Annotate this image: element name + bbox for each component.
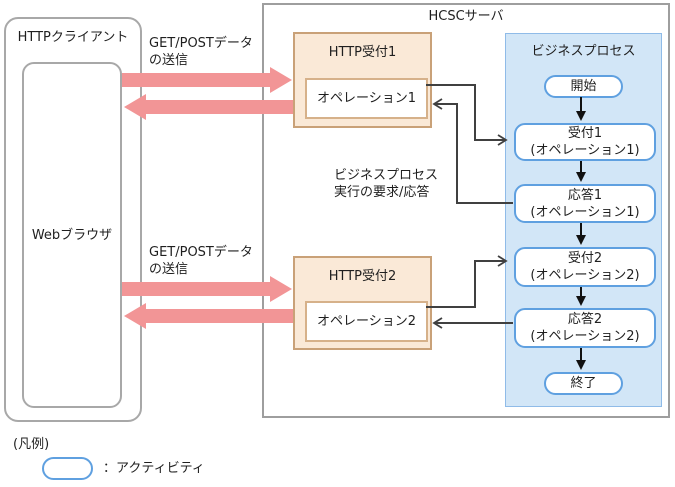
activity-response-1: 応答1 (オペレーション1) — [514, 184, 656, 223]
hcsc-server-title: HCSCサーバ — [428, 9, 504, 24]
activity-reception-2: 受付2 (オペレーション2) — [514, 247, 656, 287]
activity-end: 終了 — [544, 372, 623, 395]
operation-2-box: オペレーション2 — [305, 301, 428, 342]
web-browser-box: Webブラウザ — [22, 62, 122, 408]
activity-end-label: 終了 — [570, 376, 597, 391]
get-post-label-lower: GET/POSTデータ の送信 — [149, 245, 253, 277]
activity-reception-2-label: 受付2 (オペレーション2) — [530, 251, 640, 283]
activity-response-1-label: 応答1 (オペレーション1) — [530, 187, 640, 220]
operation-1-box: オペレーション1 — [305, 78, 428, 119]
operation-2-label: オペレーション2 — [316, 314, 416, 329]
business-process-title: ビジネスプロセス — [531, 44, 636, 59]
legend-title: (凡例) — [13, 437, 50, 452]
operation-1-label: オペレーション1 — [316, 91, 416, 106]
activity-reception-1: 受付1 (オペレーション1) — [514, 123, 656, 161]
legend-activity-shape — [42, 457, 93, 480]
http-client-title: HTTPクライアント — [17, 30, 129, 45]
http-reception-2-box: HTTP受付2 オペレーション2 — [293, 256, 432, 350]
activity-response-2-label: 応答2 (オペレーション2) — [530, 312, 640, 344]
bp-request-response-label: ビジネスプロセス 実行の要求/応答 — [334, 168, 439, 200]
legend-activity-label: ：アクティビティ — [103, 461, 205, 476]
activity-reception-1-label: 受付1 (オペレーション1) — [530, 126, 640, 158]
business-process-panel: ビジネスプロセス 開始 受付1 (オペレーション1) 応答1 (オペレーション1… — [505, 33, 662, 407]
activity-response-2: 応答2 (オペレーション2) — [514, 308, 656, 348]
http-reception-2-title: HTTP受付2 — [328, 269, 397, 284]
get-post-label-upper: GET/POSTデータ の送信 — [149, 36, 253, 68]
http-reception-1-title: HTTP受付1 — [328, 45, 397, 60]
activity-start-label: 開始 — [570, 79, 597, 94]
activity-start: 開始 — [544, 75, 623, 98]
web-browser-label: Webブラウザ — [31, 227, 113, 243]
http-reception-1-box: HTTP受付1 オペレーション1 — [293, 32, 432, 128]
